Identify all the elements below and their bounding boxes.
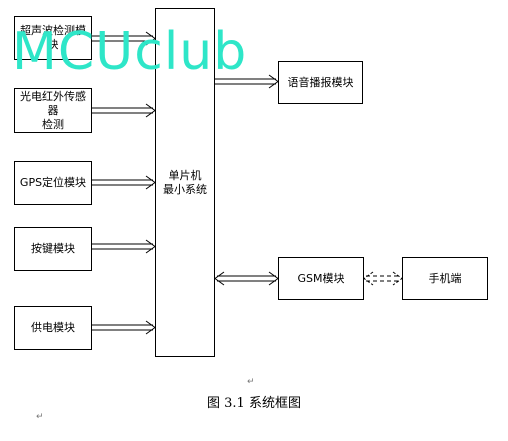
watermark: MCUclub <box>12 22 248 82</box>
arrow-mcu-gsm-bidirectional <box>214 271 279 286</box>
arrow-keypad-to-mcu <box>92 239 156 254</box>
keypad-module-label: 按键模块 <box>31 242 75 255</box>
arrow-power-to-mcu <box>92 320 156 335</box>
power-module-label: 供电模块 <box>31 321 75 334</box>
arrow-gsm-phone-wireless <box>363 271 403 286</box>
gps-module-box: GPS定位模块 <box>14 161 92 205</box>
paragraph-mark-icon: ↵ <box>36 412 44 422</box>
arrow-gps-to-mcu <box>92 175 156 190</box>
ultrasonic-module-box: 超声波检测模块 <box>14 16 92 60</box>
paragraph-mark-icon: ↵ <box>247 377 255 387</box>
arrow-infrared-to-mcu <box>92 103 156 118</box>
power-module-box: 供电模块 <box>14 306 92 350</box>
phone-box: 手机端 <box>402 257 488 300</box>
gsm-module-label: GSM模块 <box>297 271 345 285</box>
gps-module-label: GPS定位模块 <box>19 176 87 189</box>
ultrasonic-module-label: 超声波检测模块 <box>20 24 86 51</box>
infrared-module-label: 光电红外传感器 检测 <box>20 89 86 131</box>
keypad-module-box: 按键模块 <box>14 227 92 271</box>
gsm-module-box: GSM模块 <box>278 257 364 300</box>
infrared-module-box: 光电红外传感器 检测 <box>14 88 92 133</box>
mcu-system-box: 单片机 最小系统 <box>155 8 215 357</box>
voice-module-box: 语音播报模块 <box>278 61 363 104</box>
voice-module-label: 语音播报模块 <box>287 75 354 89</box>
mcu-system-label: 单片机 最小系统 <box>163 168 207 196</box>
figure-caption: 图 3.1 系统框图 <box>207 396 301 411</box>
phone-label: 手机端 <box>428 271 462 285</box>
